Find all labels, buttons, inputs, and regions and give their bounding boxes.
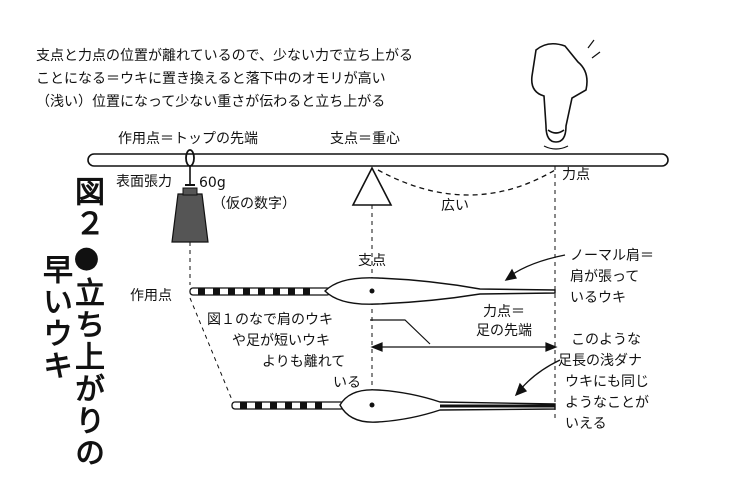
figure-bullet: ● [69, 240, 104, 277]
float-normal [189, 277, 556, 305]
wide-label: 広い [441, 198, 469, 214]
other-note-line5: いえる [565, 416, 607, 432]
float-force-point-line2: 足の先端 [476, 323, 532, 339]
normal-note-line3: いるウキ [570, 290, 626, 306]
distance-arrow [370, 342, 558, 352]
force-point-label: 力点 [562, 167, 590, 183]
weight-block [171, 193, 209, 243]
compare-note-line4: いる [333, 375, 361, 391]
float-action-point-label: 作用点 [130, 288, 172, 304]
lever-bar [87, 153, 669, 167]
normal-note-line1: ノーマル肩＝ [570, 248, 654, 264]
compare-note-line3: よりも離れて [262, 354, 346, 370]
other-note-line1: このような [571, 332, 641, 348]
figure-title-line2: 早いウキ [37, 254, 72, 382]
action-point-label: 作用点＝トップの先端 [118, 131, 258, 147]
intro-line-2: ことになる＝ウキに置き換えると落下中のオモリが高い [36, 71, 386, 87]
pointing-hand-icon [530, 39, 601, 150]
other-note-line4: ようなことが [565, 395, 649, 411]
weight-label: 60g [199, 175, 226, 191]
weight-hook [185, 149, 195, 186]
fulcrum-label: 支点＝重心 [330, 131, 400, 147]
compare-note-line1: 図１のなで肩のウキ [207, 312, 333, 328]
float-long-foot [231, 389, 556, 423]
normal-note-line2: 肩が張って [570, 269, 640, 285]
callout-arrows [504, 254, 566, 397]
weight-note: （仮の数字） [212, 196, 296, 212]
distance-arc [377, 169, 556, 196]
float-force-point-line1: 力点＝ [483, 304, 525, 320]
fulcrum-triangle [351, 166, 393, 206]
compare-note-line2: や足が短いウキ [232, 333, 330, 349]
other-note-line3: ウキにも同じ [565, 374, 649, 390]
surface-tension-label: 表面張力 [116, 174, 172, 190]
intro-line-3: （浅い）位置になって少ない重さが伝わると立ち上がる [36, 94, 386, 110]
figure-title-line1: 立ち上がりの [69, 277, 104, 469]
figure-label: 図２ [69, 176, 104, 240]
other-note-line2: 足長の浅ダナ [558, 353, 642, 369]
figure-title-col2: 早いウキ [36, 254, 72, 382]
figure-title-col1: 図２●立ち上がりの [68, 176, 104, 469]
float-fulcrum-label: 支点 [358, 253, 386, 269]
intro-line-1: 支点と力点の位置が離れているので、少ない力で立ち上がる [36, 48, 414, 64]
